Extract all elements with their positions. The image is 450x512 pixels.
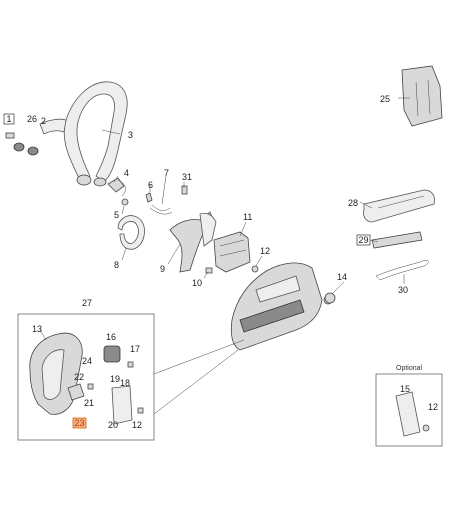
label-24: 24 xyxy=(82,356,92,366)
label-27: 27 xyxy=(82,298,92,308)
label-7: 7 xyxy=(164,168,169,178)
label-14: 14 xyxy=(337,272,347,282)
label-20: 20 xyxy=(108,420,118,430)
label-3: 3 xyxy=(128,130,133,140)
label-9: 9 xyxy=(160,264,165,274)
label-26: 26 xyxy=(27,114,37,124)
label-2: 2 xyxy=(41,116,46,126)
label-12c: 12 xyxy=(428,402,438,412)
label-21: 21 xyxy=(84,398,94,408)
label-19: 19 xyxy=(110,374,120,384)
label-11: 11 xyxy=(243,212,252,222)
nut-14 xyxy=(324,292,336,304)
bracket-25 xyxy=(401,65,443,127)
label-18: 18 xyxy=(120,378,130,388)
label-16: 16 xyxy=(106,332,116,342)
label-13: 13 xyxy=(32,324,42,334)
label-31: 31 xyxy=(182,172,192,182)
assembly-27 xyxy=(17,313,245,441)
optional-title: Optional xyxy=(396,365,423,372)
label-30: 30 xyxy=(398,285,408,295)
label-8: 8 xyxy=(114,260,119,270)
label-25: 25 xyxy=(380,94,390,104)
front-handle xyxy=(39,81,128,187)
label-17: 17 xyxy=(130,344,140,354)
label-22: 22 xyxy=(74,372,84,382)
label-15: 15 xyxy=(400,384,410,394)
brake-spring-group xyxy=(107,177,188,250)
label-6: 6 xyxy=(148,180,153,190)
cover-plate xyxy=(205,231,259,274)
label-1: 1 xyxy=(7,114,12,124)
label-23: 23 xyxy=(75,418,85,428)
label-12: 12 xyxy=(260,246,270,256)
label-12b: 12 xyxy=(132,420,142,430)
label-29: 29 xyxy=(359,235,369,245)
label-28: 28 xyxy=(348,198,358,208)
part-labels: 1 26 2 3 4 5 6 7 8 9 10 11 12 14 31 25 2… xyxy=(3,94,438,430)
guide-bar xyxy=(363,189,435,281)
handle-screws xyxy=(5,132,39,156)
label-10: 10 xyxy=(192,278,202,288)
label-5: 5 xyxy=(114,210,119,220)
brake-lever xyxy=(169,211,217,273)
leader-lines xyxy=(39,97,410,341)
clutch-cover xyxy=(230,262,333,351)
label-4: 4 xyxy=(124,168,129,178)
optional-box: Optional xyxy=(375,365,443,447)
highlight-box-23 xyxy=(72,417,87,429)
